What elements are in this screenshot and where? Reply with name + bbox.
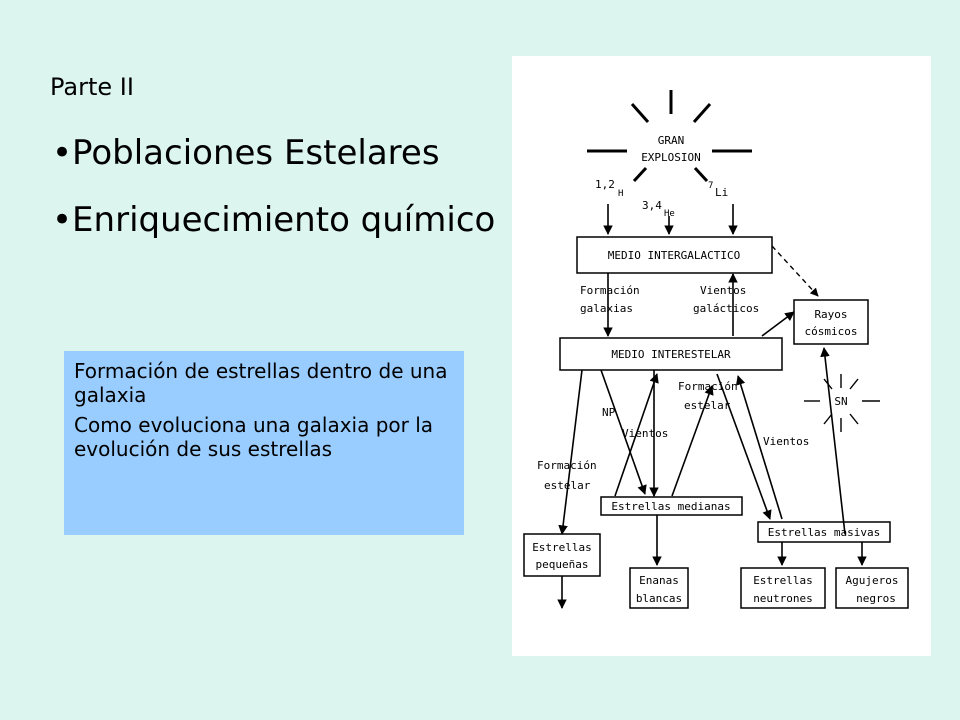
big-bang-rays <box>587 90 752 183</box>
he-num: 3,4 <box>642 199 662 212</box>
li-sym: Li <box>715 186 728 199</box>
gran-label: GRAN <box>658 134 685 147</box>
blancas-label: blancas <box>636 592 682 605</box>
estrellas-masivas-label: Estrellas masivas <box>768 526 881 539</box>
vientos-right-label: Vientos <box>763 435 809 448</box>
medio-intergalactico-box <box>576 236 773 274</box>
dashed-link-rayos <box>771 245 819 297</box>
bullet-poblaciones: •Poblaciones Estelares <box>52 133 440 173</box>
h-sym: H <box>618 189 623 199</box>
vientos-galacticos-1: Vientos <box>700 284 746 297</box>
diagram-canvas: GRAN EXPLOSION 1,2 H 3,4 He 7 Li MEDIO I… <box>523 90 909 609</box>
rayos-cosmicos-box <box>793 299 869 345</box>
formacion-estelar-label-2: estelar <box>684 399 731 412</box>
agujeros-label: Agujeros <box>846 574 899 587</box>
supernova-rays <box>804 374 880 432</box>
vientos-left-label: Vientos <box>622 427 668 440</box>
rayos-label: Rayos <box>814 308 847 321</box>
estrellas-pequenas-label-2: pequeñas <box>536 558 589 571</box>
medio-interestelar-label: MEDIO INTERESTELAR <box>611 348 731 361</box>
estrellas-medianas-label: Estrellas medianas <box>611 500 730 513</box>
np-label: NP <box>602 406 616 419</box>
medio-intergalactico-label: MEDIO INTERGALACTICO <box>608 249 740 262</box>
agujeros-negros-box <box>835 567 909 609</box>
li-num: 7 <box>708 181 713 191</box>
formacion-galaxias-1: Formación <box>580 284 640 297</box>
h-num: 1,2 <box>595 178 615 191</box>
estrellas-masivas-box <box>757 521 891 543</box>
formacion-galaxias-2: galaxias <box>580 302 633 315</box>
bullet-enriquecimiento: •Enriquecimiento químico <box>52 200 496 240</box>
explosion-label: EXPLOSION <box>641 151 701 164</box>
cosmicos-label: cósmicos <box>805 325 858 338</box>
estrellas-neutrones-label-2: neutrones <box>753 592 813 605</box>
he-sym: He <box>664 209 675 219</box>
enanas-blancas-box <box>629 567 689 609</box>
estrellas-neutrones-label-1: Estrellas <box>753 574 813 587</box>
formacion-left-label-1: Formación <box>537 459 597 472</box>
chemical-enrichment-diagram: GRAN EXPLOSION 1,2 H 3,4 He 7 Li MEDIO I… <box>512 56 931 656</box>
info-line-evolucion: Como evoluciona una galaxia por la evolu… <box>74 413 434 461</box>
enanas-label: Enanas <box>639 574 679 587</box>
lower-arrows <box>558 347 846 535</box>
estrellas-neutrones-box <box>740 567 826 609</box>
info-line-formacion: Formación de estrellas dentro de una gal… <box>74 359 448 407</box>
estrellas-pequenas-label-1: Estrellas <box>532 541 592 554</box>
info-box: Formación de estrellas dentro de una gal… <box>64 351 464 535</box>
bottom-arrows <box>557 515 867 609</box>
estrellas-medianas-box <box>600 496 743 516</box>
formacion-estelar-label-1: Formación <box>678 380 738 393</box>
slide-subtitle: Parte II <box>50 73 134 101</box>
medio-interestelar-box <box>559 337 783 371</box>
middle-arrows <box>603 273 795 337</box>
sn-label: SN <box>834 395 847 408</box>
negros-label: negros <box>856 592 896 605</box>
top-arrows <box>603 204 738 235</box>
vientos-galacticos-2: galácticos <box>693 302 759 315</box>
